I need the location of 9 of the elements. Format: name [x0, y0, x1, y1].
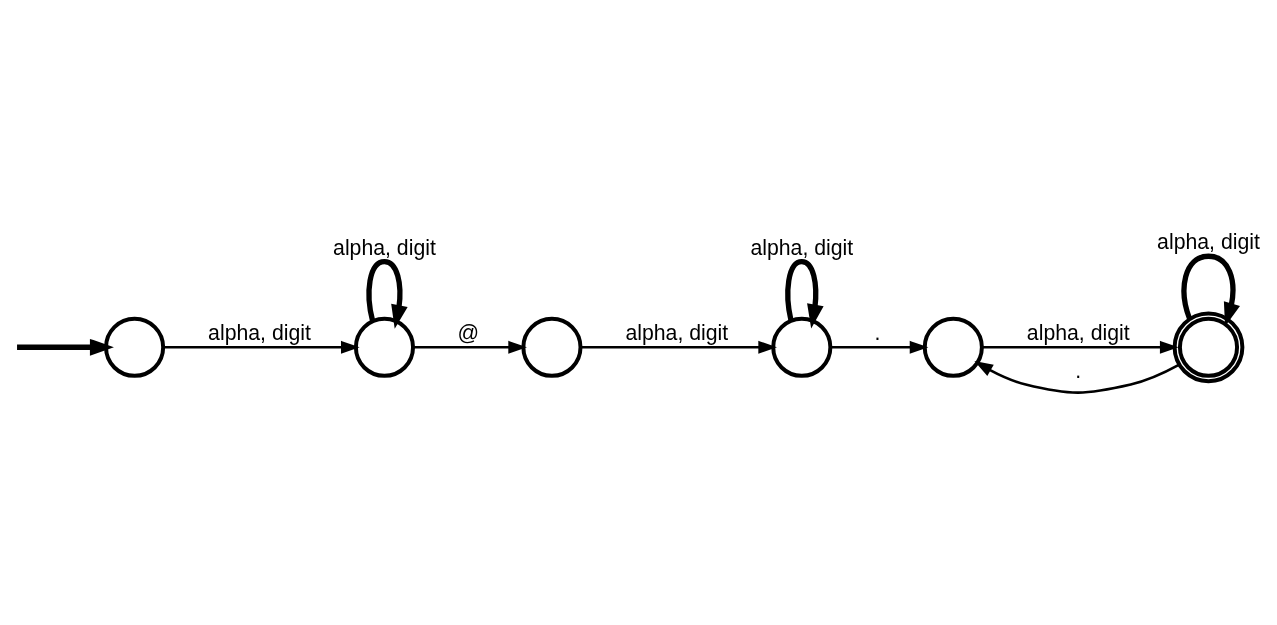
edge-label: . — [1075, 358, 1082, 383]
edge-label: alpha, digit — [625, 321, 729, 346]
edge-label: @ — [457, 321, 479, 346]
edge-label: alpha, digit — [333, 235, 436, 260]
edge-label: alpha, digit — [750, 235, 854, 260]
edge-label: alpha, digit — [1026, 321, 1130, 346]
edge-label: . — [874, 321, 881, 346]
edge-label: alpha, digit — [1157, 230, 1260, 255]
edge-label: alpha, digit — [208, 321, 311, 346]
